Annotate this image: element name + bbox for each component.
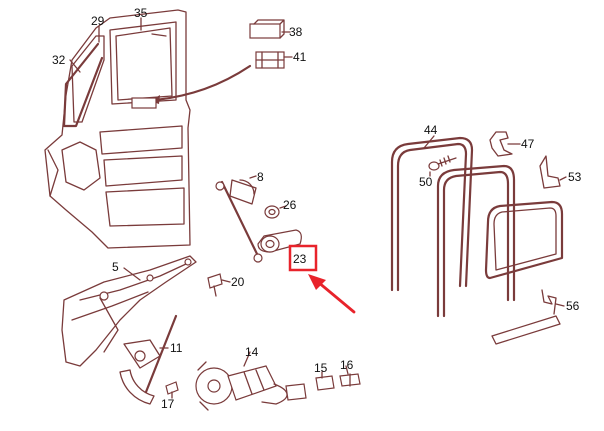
guide-pad-38: [249, 19, 285, 39]
window-glass-35: [115, 27, 173, 101]
label-8: 8: [257, 170, 264, 184]
door-shell: [44, 9, 191, 249]
label-44: 44: [424, 123, 438, 137]
screw-50: [428, 155, 457, 171]
roller-26: [264, 205, 280, 219]
label-14: 14: [245, 345, 259, 359]
regulator-arm-11: [119, 314, 178, 405]
window-regulator-5: [61, 255, 197, 367]
label-53: 53: [568, 170, 582, 184]
screw-17: [165, 381, 179, 395]
regulator-arm-8: [215, 179, 263, 263]
glass-seal: [484, 200, 564, 280]
guide-23: [257, 229, 302, 253]
window-seal-29: [62, 42, 104, 128]
label-20: 20: [231, 275, 245, 289]
label-47: 47: [521, 137, 535, 151]
clip-47: [489, 131, 513, 157]
label-11: 11: [170, 341, 183, 355]
label-17: 17: [161, 397, 175, 411]
pad-arrow: [131, 64, 252, 109]
label-32: 32: [52, 53, 66, 67]
door-seal-44: [390, 136, 474, 292]
label-41: 41: [293, 50, 307, 64]
part-labels: 29 35 32 38 41 8 26 23 5 20 11 14 15 16 …: [52, 6, 582, 411]
bracket-53: [539, 155, 561, 189]
bolt-20: [207, 273, 223, 297]
connector-16: [339, 373, 361, 387]
leader-lines: [69, 17, 567, 399]
connector-15: [285, 375, 335, 401]
label-26: 26: [283, 198, 297, 212]
label-29: 29: [91, 14, 105, 28]
guide-pad-41: [255, 51, 285, 69]
strip-56: [491, 289, 561, 345]
label-56: 56: [566, 299, 580, 313]
window-motor-14: [195, 361, 288, 411]
label-5: 5: [112, 260, 119, 274]
label-50: 50: [419, 175, 433, 189]
label-35: 35: [134, 6, 148, 20]
highlight-23: [288, 244, 356, 314]
label-38: 38: [289, 25, 303, 39]
label-15: 15: [314, 361, 328, 375]
inner-seal: [436, 164, 516, 318]
label-16: 16: [340, 358, 354, 372]
label-23: 23: [293, 252, 307, 266]
